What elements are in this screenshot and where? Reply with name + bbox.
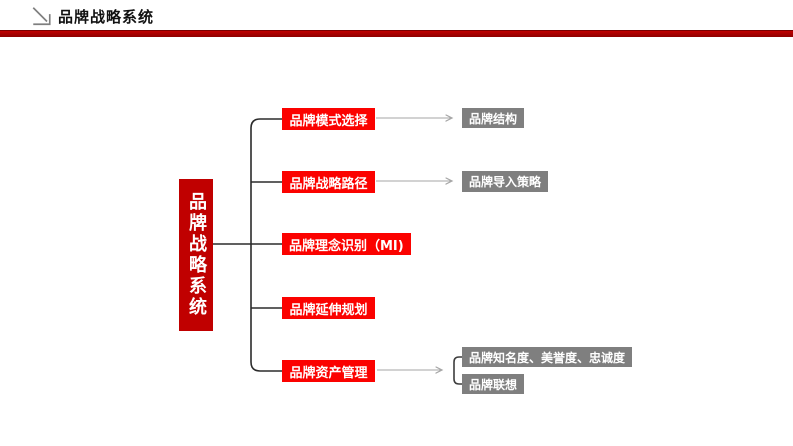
page-title: 品牌战略系统: [58, 8, 155, 26]
split-bracket: [453, 356, 462, 385]
branch-node-brand-strategy-path: 品牌战略路径: [282, 171, 375, 193]
leaf-node-brand-launch-strategy: 品牌导入策略: [462, 171, 549, 192]
leaf-node-brand-awareness-reputation-loyalty: 品牌知名度、美誉度、忠诚度: [462, 347, 633, 367]
root-node: 品牌战略系统: [179, 179, 213, 331]
branch-node-brand-asset-management: 品牌资产管理: [282, 360, 375, 382]
tree-trunk: [250, 118, 282, 372]
leaf-node-brand-association: 品牌联想: [462, 374, 525, 394]
corner-arrow-icon: [32, 7, 51, 26]
leaf-node-brand-structure: 品牌结构: [462, 108, 525, 128]
branch-node-brand-mind-identity: 品牌理念识别（MI): [282, 233, 411, 255]
accent-bar: [0, 30, 793, 37]
branch-node-brand-model-selection: 品牌模式选择: [282, 108, 375, 130]
branch-node-brand-extension-planning: 品牌延伸规划: [282, 297, 375, 319]
